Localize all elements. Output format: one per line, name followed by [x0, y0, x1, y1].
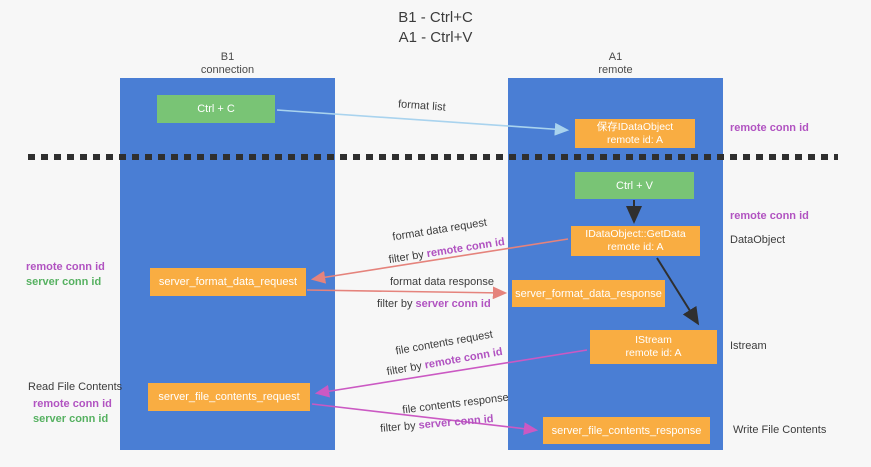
istream-line2: remote id: A [625, 347, 682, 359]
arrow-format-data-request [310, 238, 569, 284]
column-a1-name: A1 [608, 51, 623, 63]
annotation-remote-conn-id-left-2: remote conn id [33, 398, 112, 410]
arrow-format-data-response [306, 286, 508, 300]
box-ctrl-v: Ctrl + V [575, 172, 694, 199]
column-header-b1: B1 connection [120, 51, 335, 77]
ctrl-v-label: Ctrl + V [616, 179, 653, 192]
box-server-format-data-request: server_format_data_request [150, 268, 306, 296]
box-server-file-contents-request: server_file_contents_request [148, 383, 310, 411]
column-b1-name: B1 [220, 51, 235, 63]
title-line-b1: B1 - Ctrl+C [398, 9, 473, 26]
flow-label-format-data-response: format data response [390, 276, 494, 288]
annotation-server-conn-id-left-2: server conn id [33, 413, 109, 425]
box-server-file-contents-response: server_file_contents_response [543, 417, 710, 444]
getdata-line1: IDataObject::GetData [585, 228, 686, 240]
server-format-data-request-label: server_format_data_request [158, 276, 298, 288]
box-idataobject-getdata: IDataObject::GetData remote id: A [571, 226, 700, 256]
annotation-write-file-contents: Write File Contents [733, 424, 827, 436]
arrow-format-list [276, 109, 570, 136]
title-line-a1: A1 - Ctrl+V [398, 29, 473, 46]
annotation-remote-conn-id-top: remote conn id [730, 122, 809, 134]
box-ctrl-c: Ctrl + C [157, 95, 275, 123]
arrow-getdata-to-istream [656, 257, 700, 326]
server-conn-id-text: server conn id [415, 298, 491, 310]
annotation-server-conn-id-left-1: server conn id [26, 276, 102, 288]
column-a1-subtitle: remote [598, 64, 633, 76]
arrow-file-contents-response [311, 403, 539, 436]
annotation-istream: Istream [730, 340, 767, 352]
annotation-remote-conn-id-mid: remote conn id [730, 210, 809, 222]
arrow-file-contents-request [314, 349, 588, 398]
box-server-format-data-response: server_format_data_response [512, 280, 665, 307]
server-format-data-response-label: server_format_data_response [515, 287, 662, 300]
server-file-contents-response-label: server_file_contents_response [551, 424, 702, 437]
column-header-a1: A1 remote [508, 51, 723, 77]
save-idataobject-line2: remote id: A [606, 133, 664, 146]
filter-by-text: filter by [377, 298, 416, 310]
istream-line1: IStream [635, 334, 672, 346]
save-idataobject-line1: 保存IDataObject [596, 120, 674, 133]
diagram-title: B1 - Ctrl+C A1 - Ctrl+V [0, 8, 871, 48]
annotation-read-file-contents: Read File Contents [28, 381, 123, 393]
getdata-line2: remote id: A [607, 241, 664, 253]
annotation-remote-conn-id-left-1: remote conn id [26, 261, 105, 273]
server-file-contents-request-label: server_file_contents_request [158, 391, 300, 403]
annotation-dataobject: DataObject [730, 234, 786, 246]
box-istream: IStream remote id: A [590, 330, 717, 364]
ctrl-c-label: Ctrl + C [197, 103, 235, 115]
column-b1-subtitle: connection [200, 64, 255, 76]
flow-filter-format-response: filter by server conn id [377, 298, 491, 310]
box-save-idataobject: 保存IDataObject remote id: A [575, 119, 695, 148]
